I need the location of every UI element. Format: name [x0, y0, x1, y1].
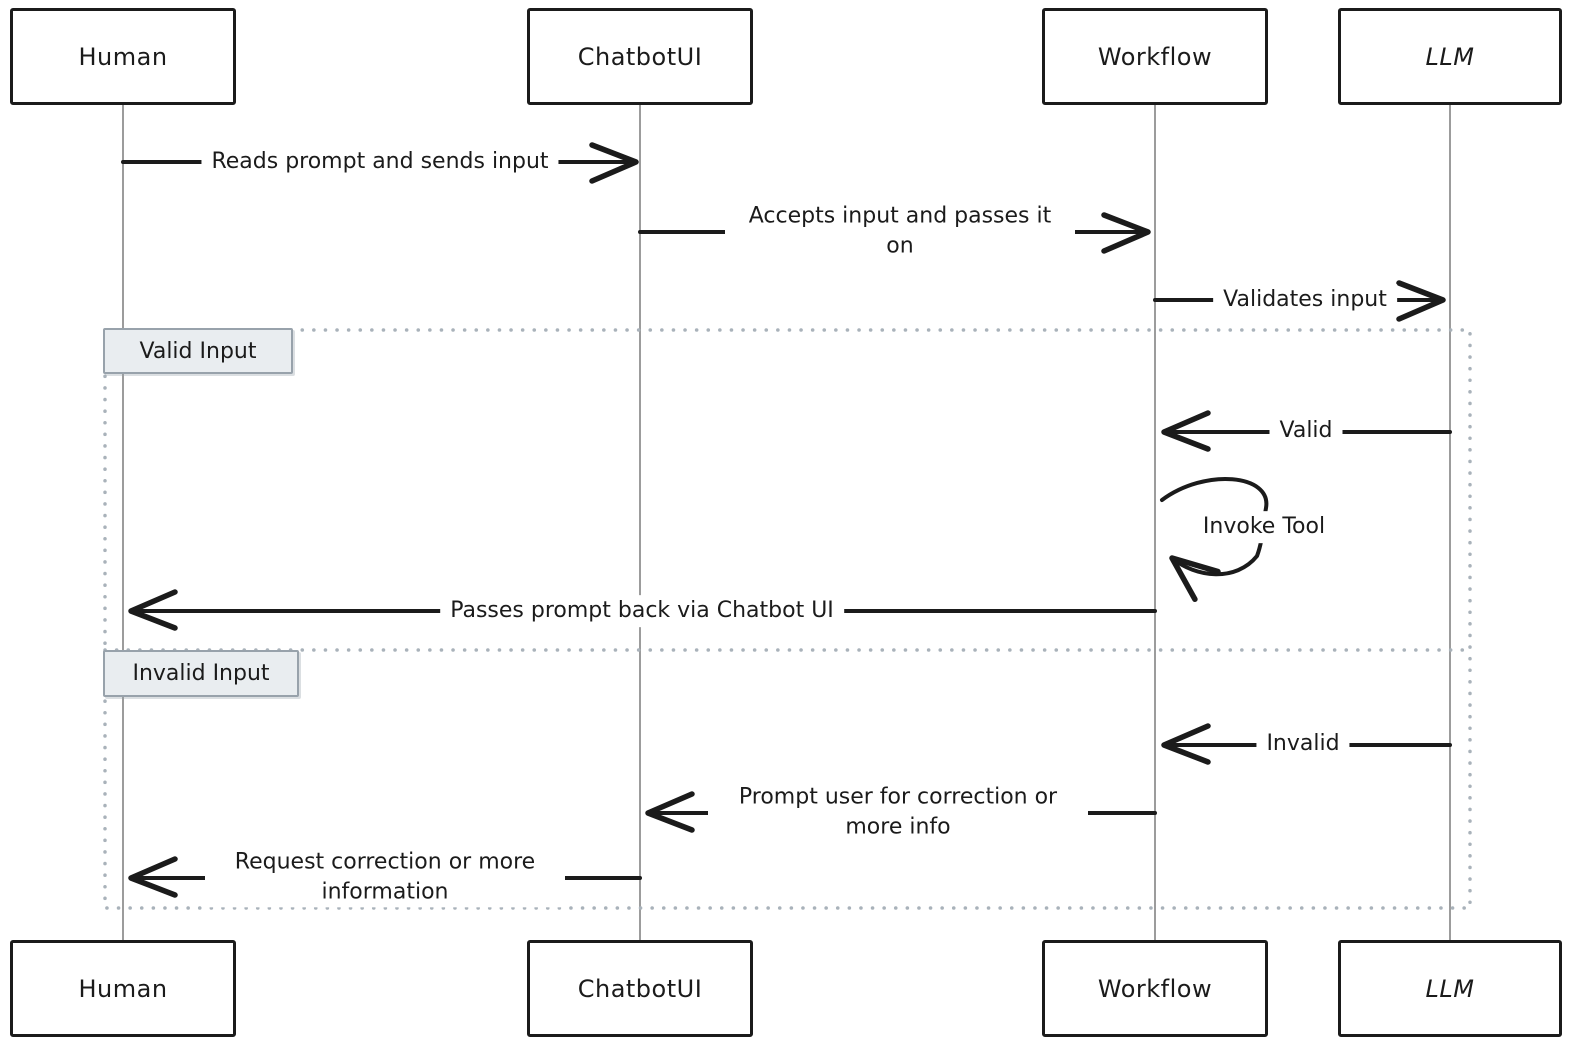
- alt-label-invalid-input: Invalid Input: [103, 650, 299, 697]
- message-passes-prompt-back: Passes prompt back via Chatbot UI: [440, 595, 844, 627]
- actor-label-chatbotui: ChatbotUI: [577, 42, 703, 71]
- message-invoke-tool: Invoke Tool: [1192, 511, 1336, 543]
- actor-label-workflow: Workflow: [1097, 974, 1213, 1003]
- alt-label-valid-input: Valid Input: [103, 328, 293, 374]
- actor-label-chatbotui: ChatbotUI: [577, 974, 703, 1003]
- actor-box-human-top: Human: [10, 8, 236, 105]
- actor-box-workflow-top: Workflow: [1042, 8, 1268, 105]
- actor-box-workflow-bottom: Workflow: [1042, 940, 1268, 1037]
- actor-box-human-bottom: Human: [10, 940, 236, 1037]
- actor-label-workflow: Workflow: [1097, 42, 1213, 71]
- actor-label-human: Human: [78, 974, 168, 1003]
- message-request-correction: Request correction or more information: [205, 846, 565, 908]
- message-invalid: Invalid: [1256, 728, 1350, 760]
- actor-box-llm-top: LLM: [1338, 8, 1562, 105]
- message-accepts-input: Accepts input and passes it on: [725, 200, 1075, 262]
- actor-label-llm: LLM: [1425, 974, 1475, 1003]
- actor-box-chatbotui-top: ChatbotUI: [527, 8, 753, 105]
- message-reads-prompt: Reads prompt and sends input: [201, 146, 559, 178]
- actor-label-llm: LLM: [1425, 42, 1475, 71]
- alt-label-valid-input-text: Valid Input: [139, 338, 257, 364]
- alt-label-invalid-input-text: Invalid Input: [132, 661, 270, 686]
- message-prompt-user: Prompt user for correction or more info: [708, 781, 1088, 843]
- actor-box-llm-bottom: LLM: [1338, 940, 1562, 1037]
- message-valid: Valid: [1269, 415, 1343, 447]
- actor-box-chatbotui-bottom: ChatbotUI: [527, 940, 753, 1037]
- message-validates-input: Validates input: [1213, 284, 1397, 316]
- actor-label-human: Human: [78, 42, 168, 71]
- alt-frame: [103, 328, 1472, 910]
